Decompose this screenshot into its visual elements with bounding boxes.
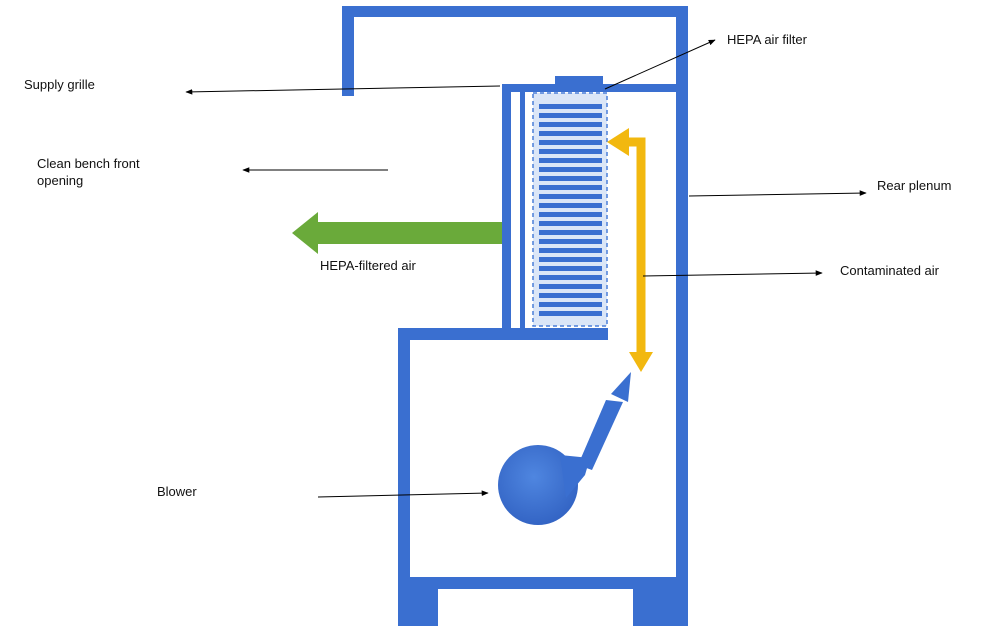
filter-slat: [539, 185, 602, 190]
filter-slat: [539, 167, 602, 172]
contaminated-air-arrow: [607, 128, 653, 372]
filter-slat: [539, 266, 602, 271]
filter-slat: [539, 248, 602, 253]
label-contaminated-air: Contaminated air: [840, 263, 939, 278]
supply-grille-pointer: [185, 85, 501, 95]
pointer-lines: [185, 39, 867, 498]
label-hepa-air-filter: HEPA air filter: [727, 32, 807, 47]
label-hepa-filtered-air: HEPA-filtered air: [320, 258, 416, 273]
filter-slat: [539, 293, 602, 298]
filter-slat: [539, 230, 602, 235]
filter-slat: [539, 104, 602, 109]
contaminated-air-pointer: [642, 270, 823, 277]
filter-slat: [539, 158, 602, 163]
filter-slat: [539, 311, 602, 316]
filter-slat: [539, 122, 602, 127]
rear-plenum-pointer: [688, 190, 867, 197]
cabinet-frame: [342, 6, 688, 626]
label-supply-grille: Supply grille: [24, 77, 95, 92]
filter-slat: [539, 203, 602, 208]
filter-slats: [539, 104, 602, 316]
blower-pointer: [317, 490, 489, 498]
filter-slat: [539, 239, 602, 244]
label-blower: Blower: [157, 484, 197, 499]
hepa-filtered-air-arrow: [292, 212, 502, 254]
label-front-opening: Clean bench front opening: [37, 156, 140, 188]
filter-slat: [539, 302, 602, 307]
label-rear-plenum: Rear plenum: [877, 178, 952, 193]
filter-slat: [539, 113, 602, 118]
filter-slat: [539, 221, 602, 226]
filter-slat: [539, 284, 602, 289]
filter-slat: [539, 194, 602, 199]
filter-slat: [539, 257, 602, 262]
filter-slat: [539, 140, 602, 145]
filter-slat: [539, 176, 602, 181]
filter-slat: [539, 212, 602, 217]
hepa-filter: [532, 92, 608, 327]
blower: [498, 372, 631, 525]
filter-slat: [539, 131, 602, 136]
filter-slat: [539, 275, 602, 280]
filter-slat: [539, 149, 602, 154]
hepa-filter-pointer: [604, 39, 716, 90]
